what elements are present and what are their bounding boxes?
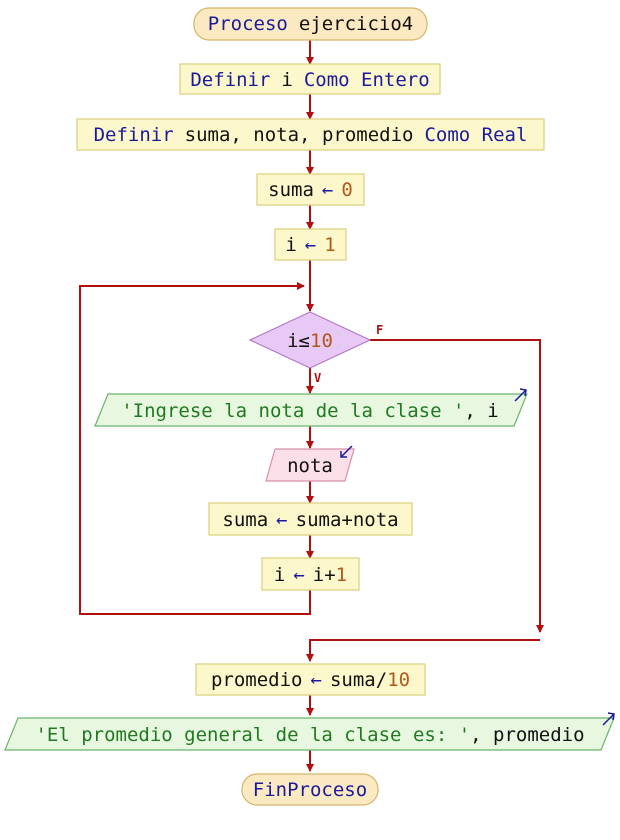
define-keyword: Definir xyxy=(190,69,270,91)
define-type: Como Real xyxy=(424,124,527,146)
assign-expr: suma+nota xyxy=(296,509,399,531)
condition-right: 10 xyxy=(310,330,333,352)
define-reals-box: Definir suma, nota, promedio Como Real xyxy=(76,118,545,151)
assign-expr: suma/ xyxy=(330,669,387,691)
end-terminal: FinProceso xyxy=(241,773,379,806)
assign-arrow: ← xyxy=(293,564,304,586)
input-var: nota xyxy=(287,455,333,477)
assign-target: i xyxy=(285,234,296,256)
assign-arrow: ← xyxy=(276,509,287,531)
svg-text:'El promedio general de la cla: 'El promedio general de la clase es: ', … xyxy=(35,724,584,746)
assign-value: 10 xyxy=(387,669,410,691)
accumulate-box: suma ← suma+nota xyxy=(208,502,413,536)
end-keyword: FinProceso xyxy=(253,779,367,801)
output-var: i xyxy=(487,400,498,422)
assign-target: i xyxy=(274,564,285,586)
assign-arrow: ← xyxy=(322,179,333,201)
output-arrow-icon xyxy=(514,388,527,402)
start-terminal: Proceso ejercicio4 xyxy=(193,7,428,41)
output-arrow-icon xyxy=(602,712,615,726)
input-arrow-icon xyxy=(340,445,353,458)
svg-text:i←i+1: i←i+1 xyxy=(274,564,347,586)
assign-i-box: i ← 1 xyxy=(274,228,347,261)
svg-text:suma←0: suma ← 0 xyxy=(268,179,353,201)
assign-target: suma xyxy=(268,179,314,201)
output-string: 'Ingrese la nota de la clase ' xyxy=(121,400,464,422)
define-vars: suma, nota, promedio xyxy=(185,124,414,146)
average-box: promedio ← suma/10 xyxy=(195,663,426,696)
svg-text:suma←suma+nota: suma ← suma+nota xyxy=(222,509,398,531)
increment-value: 1 xyxy=(336,564,347,586)
define-i-box: Definir i Como Entero xyxy=(179,63,441,95)
assign-arrow: ← xyxy=(305,234,316,256)
svg-text:i≤10: i≤10 xyxy=(287,330,333,352)
define-vars: i xyxy=(281,69,292,91)
output-string: 'El promedio general de la clase es: ' xyxy=(35,724,470,746)
assign-suma-box: suma ← 0 xyxy=(256,173,365,206)
assign-arrow: ← xyxy=(310,669,321,691)
increment-var: i xyxy=(313,564,324,586)
input-nota: nota xyxy=(265,445,355,482)
edge-condition-false-down xyxy=(370,339,544,633)
false-label: F xyxy=(376,323,383,337)
start-keyword: Proceso xyxy=(208,13,288,35)
output-separator: , xyxy=(464,400,487,422)
increment-box: i←i+1 xyxy=(261,557,360,591)
svg-text:nota: nota xyxy=(287,455,333,477)
output-prompt: 'Ingrese la nota de la clase ', i xyxy=(94,388,528,427)
condition-diamond: i≤10 xyxy=(248,311,372,369)
assign-value: 0 xyxy=(341,179,352,201)
assign-target: promedio xyxy=(211,669,303,691)
edge-loop-back xyxy=(79,282,311,615)
increment-op: + xyxy=(324,564,335,586)
assign-target: suma xyxy=(222,509,268,531)
svg-text:promedio←suma/10: promedio ← suma/10 xyxy=(211,669,410,691)
define-keyword: Definir xyxy=(94,124,174,146)
svg-text:'Ingrese la nota de la clase ': 'Ingrese la nota de la clase ', i xyxy=(121,400,499,422)
define-type: Como Entero xyxy=(304,69,430,91)
svg-text:i←1: i ← 1 xyxy=(285,234,335,256)
true-label: V xyxy=(314,371,321,385)
output-var: promedio xyxy=(493,724,585,746)
flow-edges xyxy=(79,40,544,772)
start-name: ejercicio4 xyxy=(299,13,413,35)
svg-text:FinProceso: FinProceso xyxy=(253,779,367,801)
edge-false-join xyxy=(306,639,540,662)
assign-value: 1 xyxy=(324,234,335,256)
output-separator: , xyxy=(470,724,493,746)
condition-left: i≤ xyxy=(287,330,310,352)
output-average: 'El promedio general de la clase es: ', … xyxy=(4,712,615,751)
